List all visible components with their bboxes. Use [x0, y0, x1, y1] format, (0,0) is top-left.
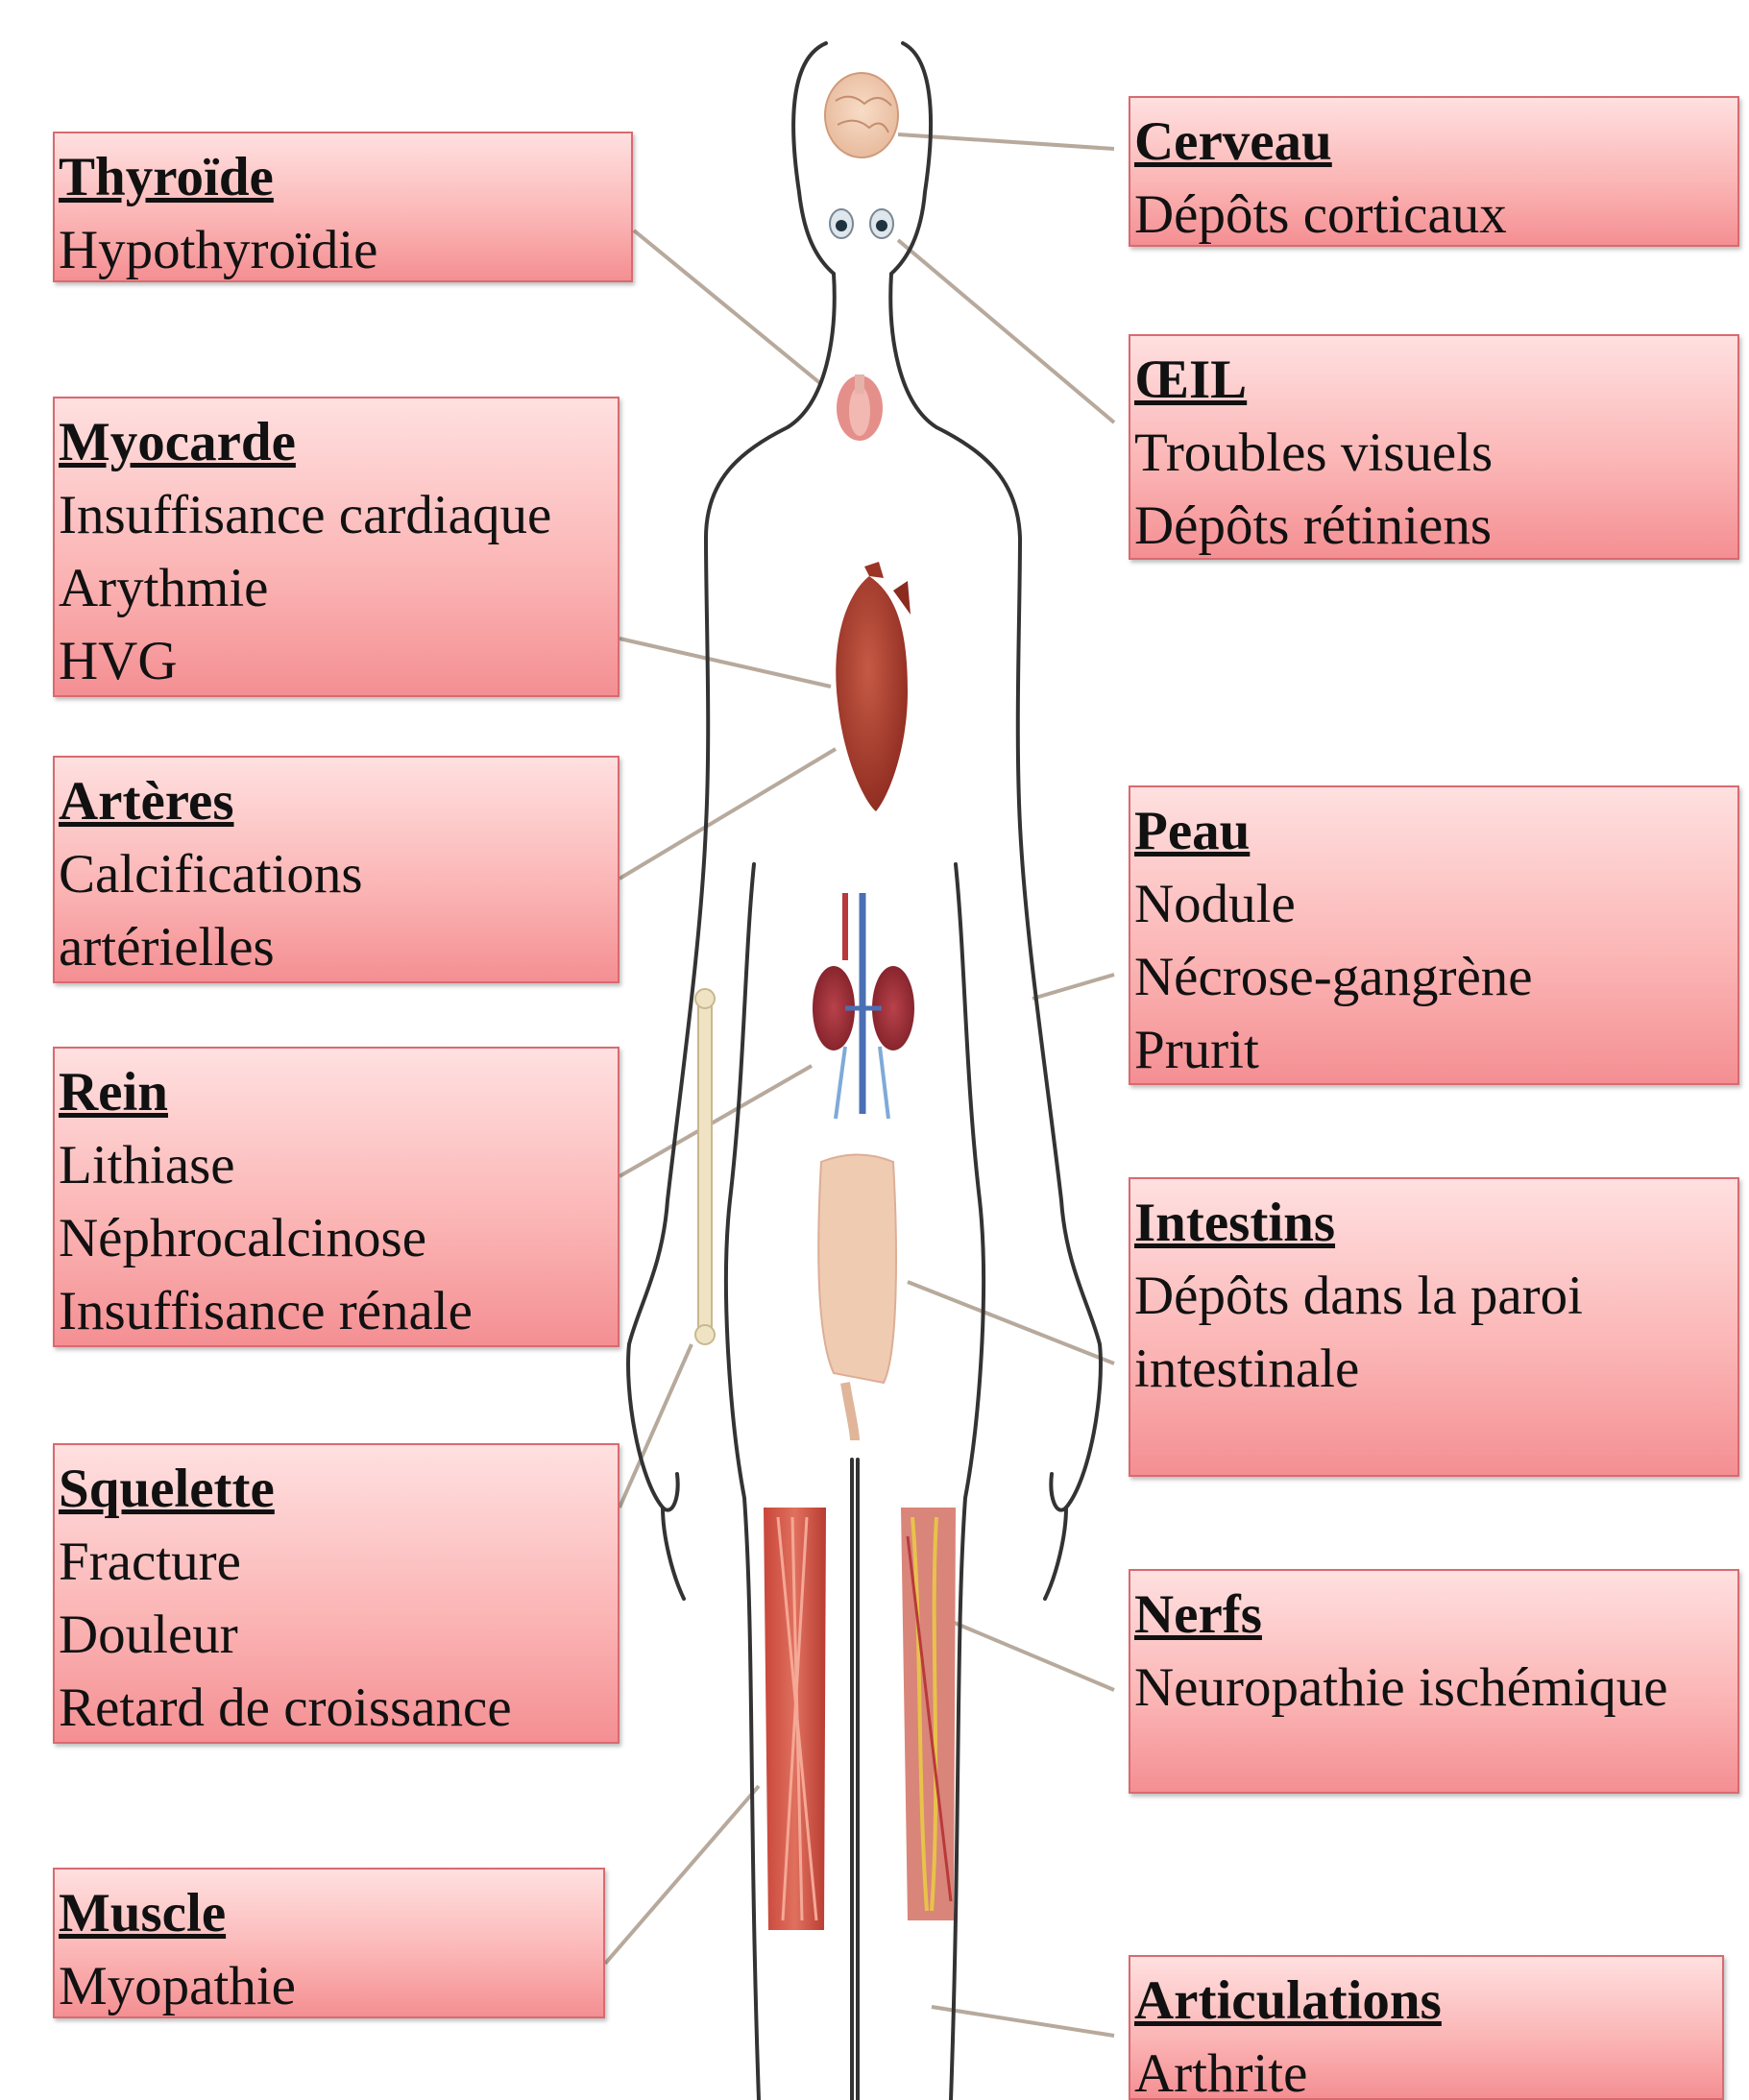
label-title-arteres: Artères — [59, 765, 618, 838]
leader-muscle — [605, 1786, 759, 1964]
label-title-intestins: Intestins — [1134, 1187, 1737, 1260]
leader-oeil — [898, 240, 1114, 422]
label-title-muscle: Muscle — [59, 1877, 603, 1950]
label-line-articulations: Arthrite — [1134, 2038, 1722, 2100]
label-line-arteres: Calcifications — [59, 838, 618, 911]
label-title-oeil: ŒIL — [1134, 344, 1737, 417]
leader-squelette — [619, 1344, 692, 1508]
kidneys-icon — [813, 893, 914, 1119]
label-line-oeil: Troubles visuels — [1134, 417, 1737, 490]
thyroid-icon — [837, 374, 883, 441]
intestines-icon — [818, 1155, 896, 1441]
label-line-rein: Insuffisance rénale — [59, 1275, 618, 1347]
label-line-peau: Prurit — [1134, 1014, 1737, 1085]
label-line-oeil: Dépôts rétiniens — [1134, 490, 1737, 560]
leader-peau — [1032, 975, 1114, 999]
label-line-muscle: Myopathie — [59, 1950, 603, 2018]
eyes-icon — [830, 209, 893, 238]
label-title-squelette: Squelette — [59, 1453, 618, 1526]
nerves-icon — [901, 1508, 956, 1920]
label-line-peau: Nécrose-gangrène — [1134, 941, 1737, 1014]
label-title-cerveau: Cerveau — [1134, 106, 1737, 179]
leader-arteres — [619, 749, 836, 879]
label-line-squelette: Douleur — [59, 1599, 618, 1672]
label-line-myocarde: Arythmie — [59, 552, 618, 625]
label-line-myocarde: Insuffisance cardiaque — [59, 479, 618, 552]
label-title-peau: Peau — [1134, 795, 1737, 868]
muscles-icon — [764, 1508, 826, 1930]
label-line-cerveau: Dépôts corticaux — [1134, 179, 1737, 247]
heart-icon — [836, 562, 911, 811]
label-line-squelette: Retard de croissance — [59, 1672, 618, 1744]
label-line-intestins: Dépôts dans la paroi — [1134, 1260, 1737, 1333]
label-line-intestins: intestinale — [1134, 1333, 1737, 1406]
label-title-thyroide: Thyroïde — [59, 141, 631, 214]
label-line-rein: Néphrocalcinose — [59, 1202, 618, 1275]
label-line-squelette: Fracture — [59, 1526, 618, 1599]
label-line-thyroide: Hypothyroïdie — [59, 214, 631, 282]
leader-thyroide — [634, 230, 821, 384]
label-line-rein: Lithiase — [59, 1129, 618, 1202]
leader-myocarde — [619, 639, 831, 687]
label-line-myocarde: HVG — [59, 625, 618, 697]
label-title-nerfs: Nerfs — [1134, 1579, 1737, 1652]
label-title-rein: Rein — [59, 1056, 618, 1129]
label-title-myocarde: Myocarde — [59, 406, 618, 479]
label-line-peau: Nodule — [1134, 868, 1737, 941]
leader-articulations — [932, 2007, 1114, 2036]
label-line-nerfs: Neuropathie ischémique — [1134, 1652, 1737, 1725]
leader-rein — [619, 1066, 812, 1176]
bone-icon — [695, 989, 715, 1344]
label-line-arteres: artérielles — [59, 911, 618, 983]
brain-icon — [825, 73, 898, 157]
label-title-articulations: Articulations — [1134, 1965, 1722, 2038]
